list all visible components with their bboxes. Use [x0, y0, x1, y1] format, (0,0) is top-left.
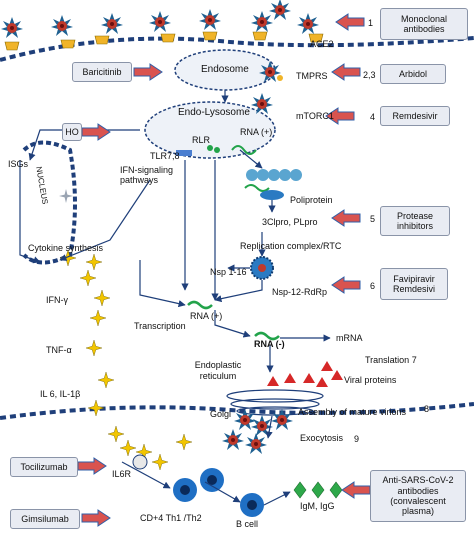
endoplastic-label: Endoplastic reticulum: [194, 360, 242, 381]
tmprs-label: TMPRS: [296, 71, 328, 81]
step-2-3: 2,3: [363, 70, 376, 80]
favipiravir-box: Favipiravir Remdesivi: [380, 268, 448, 300]
mrna-label: mRNA: [336, 333, 363, 343]
nsp-1-16-label: Nsp 1-16: [210, 267, 247, 277]
tlr-label: TLR7,8: [150, 151, 180, 161]
step-5: 5: [370, 214, 376, 224]
isgs-label: ISGs: [8, 159, 29, 169]
immune-cells: [132, 454, 264, 517]
transcription-label: Transcription: [134, 321, 186, 331]
baricitinib-box: Baricitinib: [72, 62, 132, 82]
remdesivir-box: Remdesivir: [380, 106, 450, 126]
exocytosis-label: Exocytosis: [300, 433, 344, 443]
anti-sars-antibodies-box: Anti-SARS-CoV-2 antibodies (convalescent…: [370, 470, 466, 522]
rna-plus-mid-strand: [187, 300, 213, 310]
viral-protein-triangles: [267, 361, 343, 387]
endosome-label: Endosome: [201, 64, 249, 75]
translation-step-7: Translation 7: [365, 355, 417, 365]
cd4-label: CD+4 Th1 /Th2: [140, 513, 202, 523]
gimsilumab-box: Gimsilumab: [10, 509, 80, 529]
igm-igg-label: IgM, IgG: [300, 501, 335, 511]
step-8: 8: [424, 404, 430, 414]
step-1: 1: [368, 18, 374, 28]
rna-plus-mid-label: RNA (+): [190, 311, 223, 321]
rna-minus-strand: [254, 331, 280, 341]
cell-membrane-bottom: [0, 402, 474, 420]
ace2-label: ACE2: [310, 39, 334, 49]
protease-inhibitors-box: Protease inhibitors: [380, 206, 450, 236]
ho-box: HO: [62, 123, 82, 141]
assembly-label: Assembly of mature virions: [298, 407, 407, 417]
bcell-label: B cell: [236, 519, 259, 529]
antibody-shapes: [293, 481, 343, 499]
rna-plus-top-label: RNA (+): [240, 127, 273, 137]
tocilizumab-box: Tocilizumab: [10, 457, 78, 477]
golgi-label: Golgi: [210, 409, 232, 419]
ifn-gamma-label: IFN-γ: [46, 295, 68, 305]
step-6: 6: [370, 281, 376, 291]
poliprotein-shape: [244, 169, 302, 200]
mtorc1-label: mTORC1: [296, 111, 334, 121]
il6r-label: IL6R: [112, 469, 132, 479]
replication-complex: [250, 256, 274, 280]
replication-label: Replication complex/RTC: [240, 241, 342, 251]
rlr-label: RLR: [192, 135, 211, 145]
nsp-12-label: Nsp-12-RdRp: [272, 287, 328, 297]
cytokine-stars: [59, 249, 193, 471]
rna-minus-label: RNA (-): [254, 339, 285, 349]
tnf-alpha-label: TNF-α: [46, 345, 72, 355]
step-9: 9: [354, 434, 360, 444]
arbidol-box: Arbidol: [380, 64, 446, 84]
step-4: 4: [370, 112, 376, 122]
virus-particles-top: [1, 0, 319, 38]
il6-label: IL 6, IL-1β: [40, 389, 81, 399]
cytokine-synthesis-label: Cytokine synthesis: [28, 243, 104, 253]
ifn-signaling-label: IFN-signaling pathways: [120, 165, 174, 185]
viral-proteins-label: Viral proteins: [344, 375, 397, 385]
monoclonal-antibodies-box: Monoclonal antibodies: [380, 8, 468, 40]
endo-lysosome-label: Endo-Lysosome: [178, 107, 250, 118]
endo-lysosome: [144, 101, 276, 159]
clpro-label: 3Clpro, PLpro: [262, 217, 318, 227]
nucleus: [22, 140, 77, 265]
poliprotein-label: Poliprotein: [290, 195, 333, 205]
